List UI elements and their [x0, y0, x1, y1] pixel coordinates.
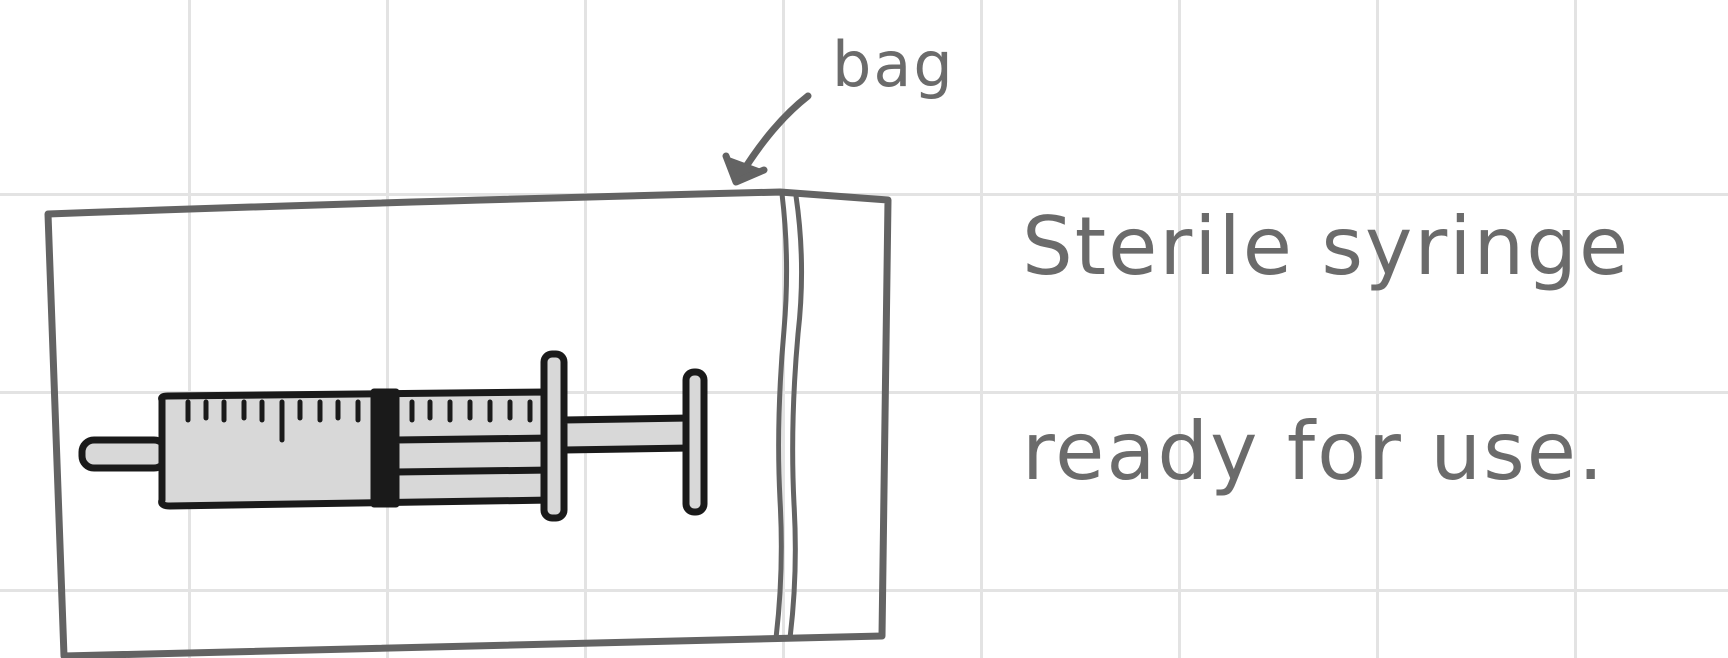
caption-line-1: Sterile syringe [1022, 200, 1630, 293]
bag-label: bag [832, 28, 955, 101]
bag-seal-seam [776, 194, 802, 638]
bag-pointer-arrow [726, 96, 808, 182]
syringe-thumb-press [686, 372, 704, 512]
syringe-plunger-rod-inner [396, 438, 552, 472]
syringe-icon [82, 354, 704, 518]
caption-line-2: ready for use. [1022, 405, 1605, 498]
syringe-needle-hub [82, 440, 166, 468]
syringe-plunger-rod-outer [564, 418, 690, 450]
